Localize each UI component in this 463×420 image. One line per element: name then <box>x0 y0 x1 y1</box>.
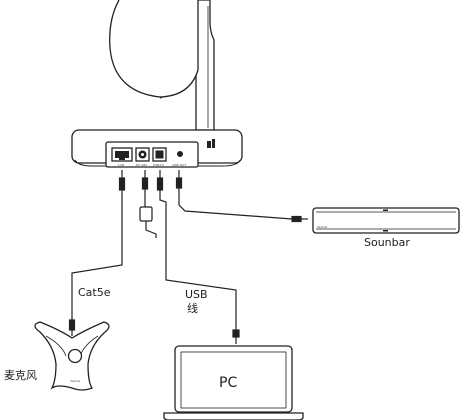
port-label-dc: DC 48V <box>136 163 148 167</box>
microphone-device <box>34 321 110 391</box>
soundbar-cable <box>175 170 308 223</box>
microphone-label: 麦克风 <box>4 369 37 382</box>
soundbar-device <box>312 207 460 234</box>
mic-button <box>67 348 83 364</box>
pc-laptop <box>163 345 304 420</box>
dc-port <box>135 147 150 162</box>
port-label-line-out: LINE OUT <box>172 163 186 167</box>
usb-port <box>152 147 167 162</box>
laptop-screen-frame <box>174 345 293 413</box>
pc-label: PC <box>219 375 237 391</box>
laptop-screen <box>180 351 287 409</box>
cat5e-cable <box>68 170 126 336</box>
camera-lens-housing <box>109 0 199 98</box>
cables <box>68 170 308 344</box>
laptop-base <box>163 412 304 420</box>
usb-label-line2: 线 <box>187 301 198 315</box>
lan-port <box>111 147 133 162</box>
soundbar-brand-mark: Yealink <box>317 225 328 229</box>
camera-device <box>71 0 243 168</box>
power-adapter-cable <box>139 170 157 238</box>
lock-slot <box>207 139 215 148</box>
soundbar-label: Sounbar <box>364 236 410 249</box>
port-label-lan: LAN <box>118 163 124 167</box>
usb-label: USB <box>185 288 208 301</box>
port-label-usb: USB3.0 <box>153 163 164 167</box>
cat5e-label: Cat5e <box>78 286 111 299</box>
power-adapter-brick <box>139 206 153 222</box>
line-out-port <box>177 151 183 157</box>
mic-brand-mark: Yealink <box>70 379 81 383</box>
usb-cable <box>156 170 240 344</box>
